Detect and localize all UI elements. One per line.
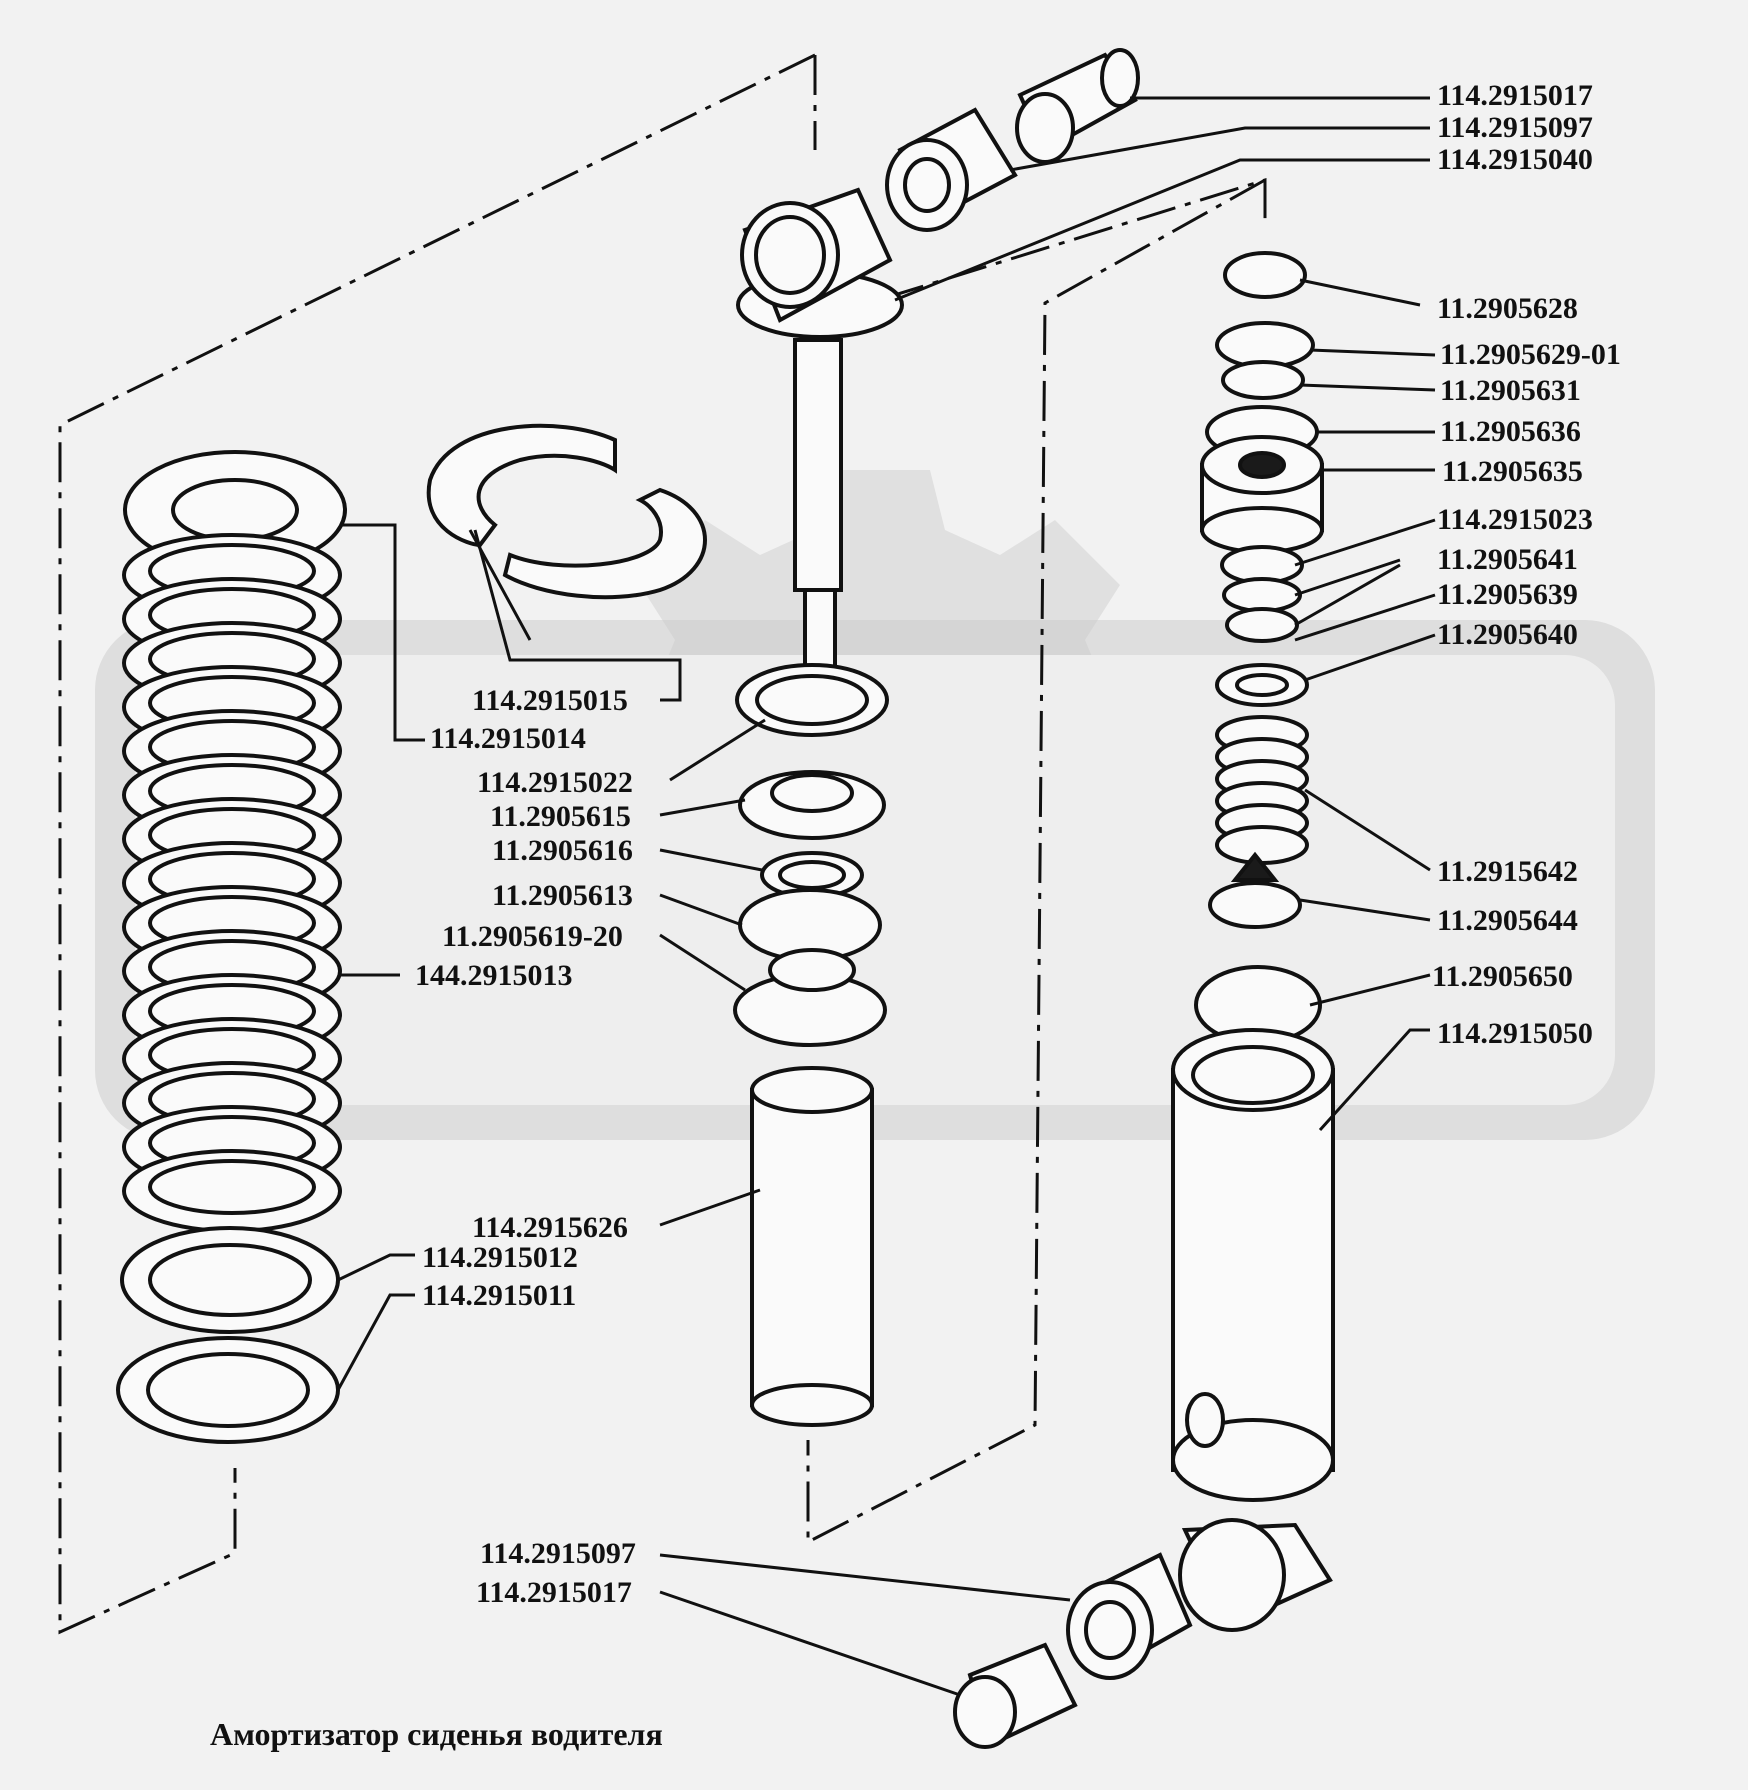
spring-retainer-halves <box>426 423 707 600</box>
label-114-2915012: 114.2915012 <box>422 1241 578 1274</box>
label-114-2915017-top: 114.2915017 <box>1437 79 1593 112</box>
label-11-2905613: 11.2905613 <box>492 879 633 912</box>
spring-coil-inner <box>148 1159 316 1215</box>
outer-cylinder-050 <box>1171 1028 1335 1502</box>
coil-spring-013 <box>116 450 347 1444</box>
label-11-2905639: 11.2905639 <box>1437 578 1578 611</box>
bottom-eye-assembly <box>953 1518 1333 1749</box>
label-11-2915642: 11.2915642 <box>1437 855 1578 888</box>
valve-spring-turn <box>1215 825 1309 865</box>
label-11-2905629-01: 11.2905629-01 <box>1440 338 1621 371</box>
label-114-2915097-bottom: 114.2915097 <box>480 1537 636 1570</box>
label-11-2905644: 11.2905644 <box>1437 904 1578 937</box>
label-114-2915040: 114.2915040 <box>1437 143 1593 176</box>
label-11-2905631: 11.2905631 <box>1440 374 1581 407</box>
label-11-2905640: 11.2905640 <box>1437 618 1578 651</box>
label-11-2905636: 11.2905636 <box>1440 415 1581 448</box>
leader-lines <box>336 96 1436 1697</box>
label-11-2905616: 11.2905616 <box>492 834 633 867</box>
label-11-2905615: 11.2905615 <box>490 800 631 833</box>
label-114-2915014: 114.2915014 <box>430 722 586 755</box>
label-11-2905635: 11.2905635 <box>1442 455 1583 488</box>
label-114-2915097-top: 114.2915097 <box>1437 111 1593 144</box>
label-114-2915011: 114.2915011 <box>422 1279 576 1312</box>
part-labels: 114.2915017 114.2915097 114.2915040 11.2… <box>415 79 1621 1609</box>
label-114-2915015: 114.2915015 <box>472 684 628 717</box>
rod-assembly-040 <box>736 187 904 672</box>
label-11-2905641: 11.2905641 <box>1437 543 1578 576</box>
inner-tube-626 <box>750 1066 874 1427</box>
label-11-2905650: 11.2905650 <box>1432 960 1573 993</box>
label-114-2915626: 114.2915626 <box>472 1211 628 1244</box>
rod-components-stack <box>733 663 889 1047</box>
assembly-axes <box>58 53 1267 1635</box>
label-11-2905628: 11.2905628 <box>1437 292 1578 325</box>
valve-stack-right <box>1194 251 1324 1045</box>
top-bushing-097 <box>885 107 1018 232</box>
label-144-2915013: 144.2915013 <box>415 959 573 992</box>
diagram-caption: Амортизатор сиденья водителя <box>210 1716 663 1752</box>
label-114-2915022: 114.2915022 <box>477 766 633 799</box>
label-11-2905619-20: 11.2905619-20 <box>442 920 623 953</box>
label-114-2915017-bottom: 114.2915017 <box>476 1576 632 1609</box>
label-114-2915023: 114.2915023 <box>1437 503 1593 536</box>
top-bushing-017 <box>1015 48 1140 164</box>
label-114-2915050: 114.2915050 <box>1437 1017 1593 1050</box>
